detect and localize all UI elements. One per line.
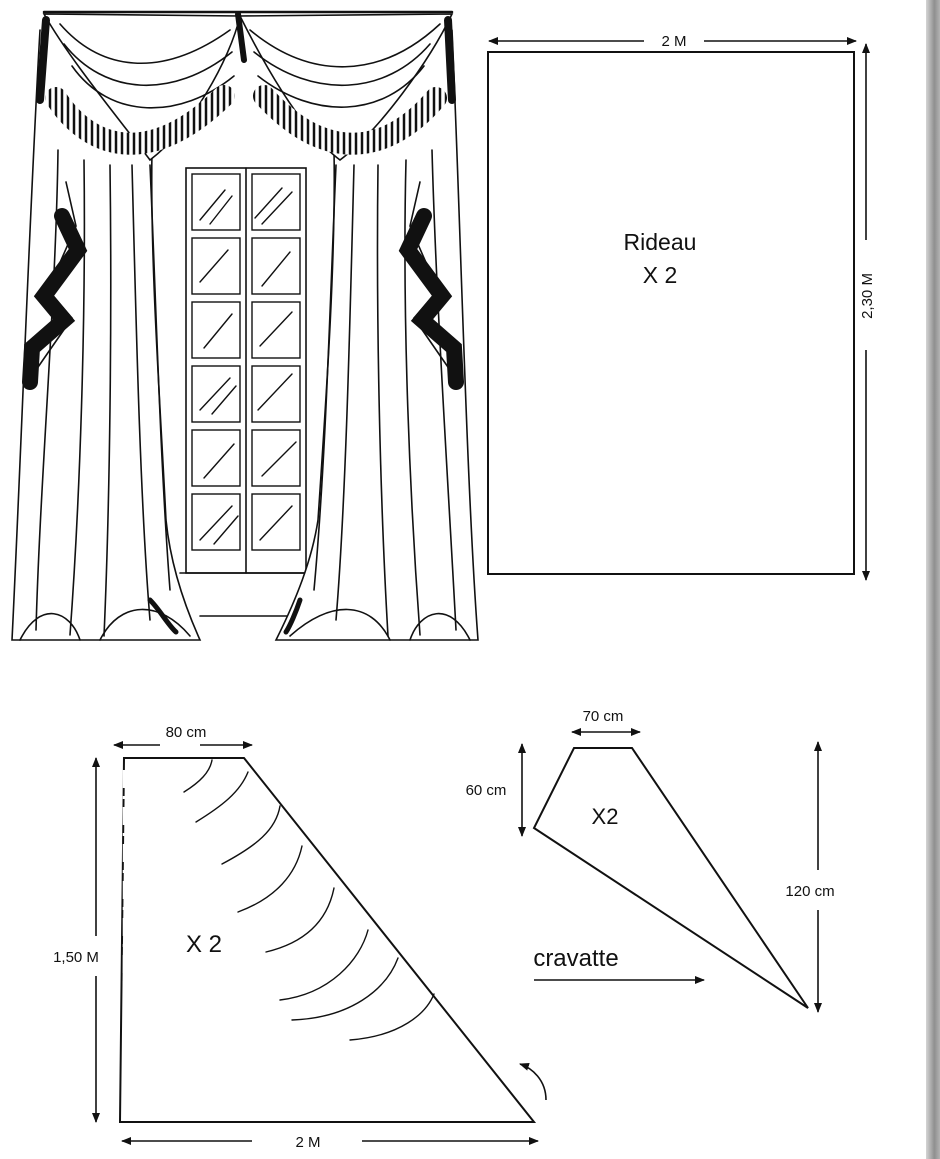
cravatte-pattern: 70 cm 60 cm 120 cm X2 cravatte <box>466 708 835 1013</box>
cravatte-count: X2 <box>592 804 619 829</box>
rideau-height-label: 2,30 M <box>859 273 876 319</box>
rideau-width-label: 2 M <box>661 33 686 50</box>
window-panes <box>191 173 301 551</box>
swag-valance <box>36 11 456 162</box>
right-jabot <box>398 181 464 390</box>
swag-pleat-curves <box>183 759 435 1041</box>
left-jabot <box>22 181 88 390</box>
swag-bottom-label: 2 M <box>295 1134 320 1151</box>
window <box>179 167 313 617</box>
swag-pattern: 80 cm 1,50 M 2 M X 2 <box>53 724 547 1151</box>
page-binding-edge <box>926 0 940 1159</box>
rideau-title: Rideau <box>624 229 697 255</box>
cravatte-side-label: 60 cm <box>466 782 507 799</box>
cravatte-top-label: 70 cm <box>583 708 624 725</box>
swag-height-label: 1,50 M <box>53 949 99 966</box>
swag-top-label: 80 cm <box>166 724 207 741</box>
left-curtain-panel <box>11 29 202 641</box>
cravatte-length-label: 120 cm <box>785 883 834 900</box>
swag-count: X 2 <box>186 931 222 958</box>
rideau-count: X 2 <box>643 262 678 288</box>
rideau-panel: 2 M 2,30 M Rideau X 2 <box>487 33 876 581</box>
cravatte-outline <box>532 747 809 1009</box>
cravatte-title: cravatte <box>533 945 618 972</box>
swag-outline <box>118 757 537 1123</box>
swag-curl-arrow <box>519 1063 547 1101</box>
rideau-rectangle <box>487 51 855 575</box>
right-curtain-panel <box>274 29 479 641</box>
curtain-illustration <box>11 10 479 641</box>
